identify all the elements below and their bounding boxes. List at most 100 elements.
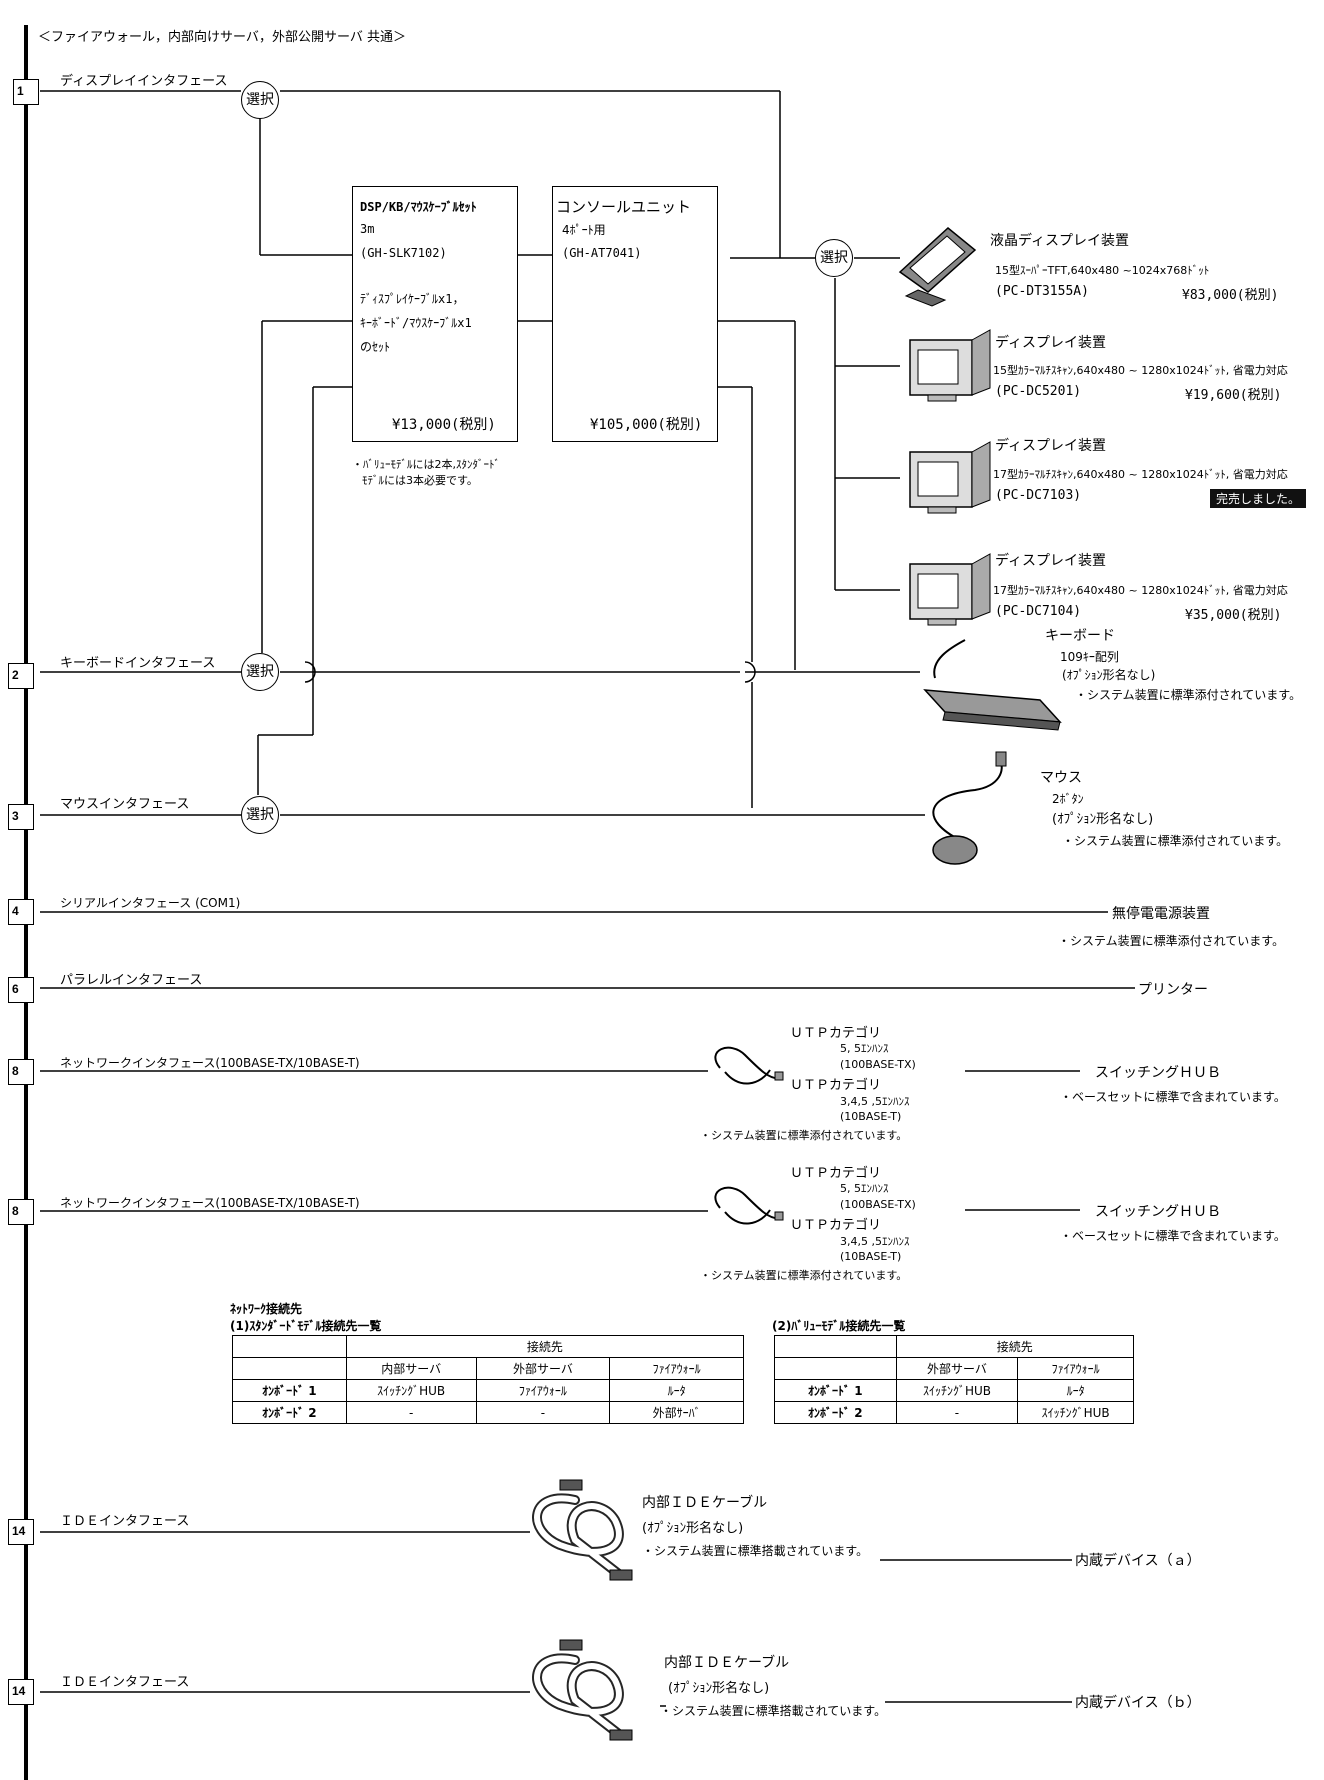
port-number: 14 — [8, 1679, 34, 1705]
cable-set-price: ¥13,000(税別) — [392, 417, 496, 433]
display-spec: 15型ｶﾗｰﾏﾙﾁｽｷｬﾝ,640x480 ~ 1280x1024ﾄﾞｯﾄ, 省… — [993, 364, 1288, 377]
utp-category: ＵＴＰカテゴリ — [790, 1078, 882, 1093]
hub-note: ・ベースセットに標準で含まれています。 — [1060, 1229, 1286, 1243]
cable-set-name: DSP/KB/ﾏｳｽｹｰﾌﾞﾙｾｯﾄ — [360, 200, 477, 214]
select-node: 選択 — [241, 796, 279, 834]
mouse-name: マウス — [1040, 770, 1082, 786]
port-number: 1 — [13, 79, 39, 105]
mouse-note: ・システム装置に標準添付されています。 — [1062, 834, 1289, 848]
utp-standard: (100BASE-TX) — [840, 1058, 916, 1071]
display-model: (PC-DC5201) — [995, 384, 1082, 399]
crt-monitor-icon — [909, 441, 991, 514]
ide-cable-name: 内部ＩＤＥケーブル — [664, 1655, 790, 1671]
cable-set-desc: ｷｰﾎﾞｰﾄﾞ/ﾏｳｽｹｰﾌﾞﾙx1 — [360, 316, 472, 330]
port-label-ide: ＩＤＥインタフェース — [60, 1675, 190, 1690]
utp-cable-icon — [714, 1046, 784, 1085]
keyboard-layout: 109ｷｰ配列 — [1060, 650, 1119, 664]
cable-set-note: ・ﾊﾞﾘｭｰﾓﾃﾞﾙには2本,ｽﾀﾝﾀﾞｰﾄﾞ — [352, 458, 500, 471]
internal-device: 内蔵デバイス（ａ） — [1075, 1553, 1201, 1569]
select-node: 選択 — [241, 653, 279, 691]
column-header: 外部サーバ — [895, 1357, 1019, 1380]
row-header: ｵﾝﾎﾞｰﾄﾞ 2 — [232, 1401, 347, 1424]
crt-monitor-icon — [909, 329, 991, 402]
column-header: 外部サーバ — [475, 1357, 611, 1380]
utp-category-sub: 3,4,5 ,5ｴﾝﾊﾝｽ — [840, 1235, 910, 1248]
table-header: 接続先 — [345, 1335, 745, 1358]
mouse-option: (ｵﾌﾟｼｮﾝ形名なし) — [1052, 812, 1154, 827]
utp-standard: (10BASE-T) — [840, 1250, 902, 1263]
lcd-display-icon — [898, 227, 977, 307]
select-node: 選択 — [241, 81, 279, 119]
column-header: 内部サーバ — [345, 1357, 477, 1380]
network-destination-title: ﾈｯﾄﾜｰｸ接続先 — [230, 1302, 303, 1316]
table-cell: 外部ｻｰﾊﾞ — [609, 1401, 744, 1424]
table-cell: - — [345, 1401, 477, 1424]
port-label-parallel: パラレルインタフェース — [60, 973, 203, 988]
table-corner — [232, 1335, 347, 1358]
standard-model-table: 接続先 内部サーバ 外部サーバ ﾌｧｲｱｳｫｰﾙ ｵﾝﾎﾞｰﾄﾞ 1 ｽｲｯﾁﾝ… — [232, 1335, 745, 1424]
port-label-mouse: マウスインタフェース — [60, 797, 190, 812]
column-header: ﾌｧｲｱｳｫｰﾙ — [609, 1357, 744, 1380]
ups-name: 無停電電源装置 — [1112, 906, 1210, 922]
cable-set-desc: のｾｯﾄ — [360, 340, 391, 354]
port-label-network: ネットワークインタフェース(100BASE-TX/10BASE-T) — [60, 1196, 360, 1210]
keyboard-option: (ｵﾌﾟｼｮﾝ形名なし) — [1062, 668, 1156, 682]
utp-category: ＵＴＰカテゴリ — [790, 1026, 882, 1041]
table-cell: - — [475, 1401, 611, 1424]
table-cell: ｽｲｯﾁﾝｸﾞHUB — [1017, 1401, 1134, 1424]
value-model-table-title: (2)ﾊﾞﾘｭｰﾓﾃﾞﾙ接続先一覧 — [772, 1319, 906, 1333]
display-price: ¥35,000(税別) — [1185, 608, 1282, 623]
port-number: 6 — [8, 977, 34, 1003]
keyboard-name: キーボード — [1045, 628, 1115, 644]
utp-category-sub: 5, 5ｴﾝﾊﾝｽ — [840, 1042, 889, 1055]
utp-note: ・システム装置に標準添付されています。 — [700, 1269, 908, 1282]
table-corner — [232, 1357, 347, 1380]
table-header: 接続先 — [895, 1335, 1135, 1358]
port-label-keyboard: キーボードインタフェース — [60, 656, 216, 671]
display-price: ¥83,000(税別) — [1182, 288, 1279, 303]
port-number: 3 — [8, 804, 34, 830]
port-label-ide: ＩＤＥインタフェース — [60, 1514, 190, 1529]
utp-standard: (100BASE-TX) — [840, 1198, 916, 1211]
port-number: 2 — [8, 663, 34, 689]
internal-device: 内蔵デバイス（ｂ） — [1075, 1695, 1201, 1711]
utp-note: ・システム装置に標準添付されています。 — [700, 1129, 908, 1142]
table-corner — [774, 1335, 897, 1358]
port-label-display: ディスプレイインタフェース — [60, 74, 228, 89]
table-cell: ｽｲｯﾁﾝｸﾞHUB — [345, 1379, 477, 1402]
ide-cable-option: (ｵﾌﾟｼｮﾝ形名なし) — [642, 1521, 744, 1536]
port-number: 14 — [8, 1519, 34, 1545]
display-spec: 15型ｽｰﾊﾟｰTFT,640x480 ~1024x768ﾄﾞｯﾄ — [995, 264, 1210, 277]
cable-set-note: ﾓﾃﾞﾙには3本必要です。 — [362, 474, 478, 487]
diagram-header: ＜ファイアウォール，内部向けサーバ，外部公開サーバ 共通＞ — [38, 30, 407, 45]
utp-category: ＵＴＰカテゴリ — [790, 1166, 882, 1181]
switching-hub: スイッチングＨＵＢ — [1095, 1204, 1221, 1220]
console-unit-price: ¥105,000(税別) — [590, 417, 703, 433]
display-model: (PC-DC7103) — [995, 488, 1082, 503]
utp-cable-icon — [714, 1186, 784, 1225]
mouse-buttons: 2ﾎﾞﾀﾝ — [1052, 792, 1084, 806]
standard-model-table-title: (1)ｽﾀﾝﾀﾞｰﾄﾞﾓﾃﾞﾙ接続先一覧 — [230, 1319, 382, 1333]
select-node: 選択 — [815, 239, 853, 277]
row-header: ｵﾝﾎﾞｰﾄﾞ 1 — [232, 1379, 347, 1402]
hub-note: ・ベースセットに標準で含まれています。 — [1060, 1090, 1286, 1104]
column-header: ﾌｧｲｱｳｫｰﾙ — [1017, 1357, 1134, 1380]
row-header: ｵﾝﾎﾞｰﾄﾞ 2 — [774, 1401, 897, 1424]
table-cell: ﾌｧｲｱｳｫｰﾙ — [475, 1379, 611, 1402]
display-name: ディスプレイ装置 — [995, 438, 1107, 454]
printer-name: プリンター — [1138, 982, 1208, 998]
ide-cable-option: (ｵﾌﾟｼｮﾝ形名なし) — [668, 1681, 770, 1696]
ups-note: ・システム装置に標準添付されています。 — [1058, 934, 1285, 948]
cable-set-box — [352, 186, 518, 442]
port-number: 8 — [8, 1059, 34, 1085]
utp-category: ＵＴＰカテゴリ — [790, 1218, 882, 1233]
keyboard-icon — [923, 639, 1062, 731]
table-corner — [774, 1357, 897, 1380]
port-number: 8 — [8, 1199, 34, 1225]
port-label-network: ネットワークインタフェース(100BASE-TX/10BASE-T) — [60, 1056, 360, 1070]
cable-set-length: 3m — [360, 222, 375, 236]
port-number: 4 — [8, 899, 34, 925]
table-cell: ｽｲｯﾁﾝｸﾞHUB — [895, 1379, 1019, 1402]
cable-set-model: (GH-SLK7102) — [360, 246, 447, 260]
sold-out-badge: 完売しました。 — [1210, 489, 1307, 508]
